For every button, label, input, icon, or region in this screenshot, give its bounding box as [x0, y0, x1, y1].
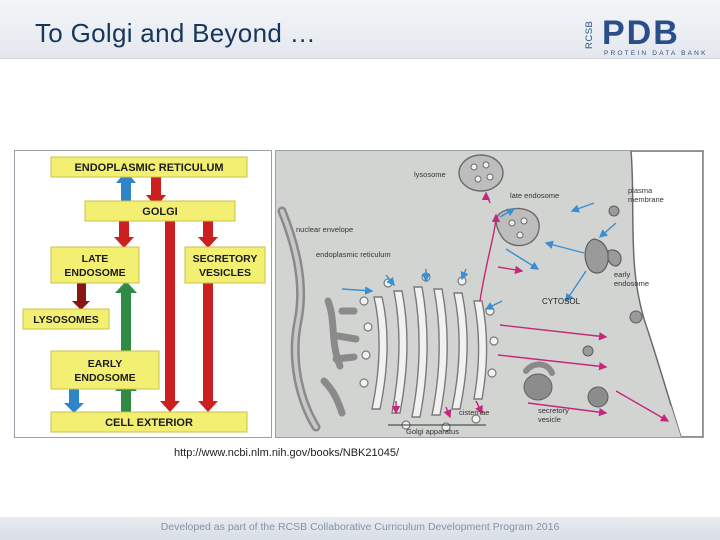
- arrow-golgi-to-late-endosome: [119, 219, 129, 239]
- label-nuclear-envelope: nuclear envelope: [296, 225, 353, 234]
- logo-subtitle: PROTEIN DATA BANK: [604, 50, 708, 57]
- arrow-early-endosome-to-cell-exterior: [69, 389, 79, 407]
- box-lysosomes: LYSOSOMES: [22, 308, 110, 330]
- box-secretory-label-1: SECRETORY: [193, 253, 258, 265]
- golgi-stack: [371, 286, 488, 418]
- arrow-head: [198, 401, 218, 412]
- box-early-endosome-label-2: ENDOSOME: [74, 372, 135, 384]
- logo-rcsb-text: RCSB: [584, 20, 595, 50]
- logo-pdb-text: PDB: [602, 14, 680, 52]
- footer-text: Developed as part of the RCSB Collaborat…: [160, 521, 560, 533]
- label-secretory-vesicle-2: vesicle: [538, 415, 561, 424]
- label-early-endosome-2: endosome: [614, 279, 649, 288]
- arrow-cell-exterior-to-early-endosome: [121, 389, 131, 413]
- box-late-endosome: LATE ENDOSOME: [50, 246, 140, 284]
- box-late-endosome-label-1: LATE: [82, 253, 109, 265]
- slide-footer: Developed as part of the RCSB Collaborat…: [0, 517, 720, 540]
- cell-exterior-region: [630, 150, 704, 438]
- label-cisternae: cisternae: [459, 408, 489, 417]
- arrow-golgi-to-er: [121, 181, 131, 203]
- arrow-secretory-to-cell-exterior: [203, 281, 213, 405]
- label-late-endosome: late endosome: [510, 191, 559, 200]
- vesicle-budding-shape: [523, 361, 555, 376]
- cell-diagram: lysosome late endosome plasma membrane n…: [276, 150, 704, 438]
- secretory-vesicle-shapes: [523, 373, 609, 408]
- arrow-late-endosome-to-lysosomes: [77, 281, 86, 303]
- cell-diagram-panel: lysosome late endosome plasma membrane n…: [275, 150, 704, 438]
- box-early-endosome: EARLY ENDOSOME: [50, 350, 160, 390]
- label-plasma-membrane-1: plasma: [628, 186, 653, 195]
- label-cytosol: CYTOSOL: [542, 297, 581, 306]
- box-golgi: GOLGI: [84, 200, 236, 222]
- flow-diagram-panel: ENDOPLASMIC RETICULUM GOLGI LATE ENDOSOM…: [14, 150, 272, 438]
- arrow-er-to-golgi: [151, 175, 161, 197]
- blue-arrows: [341, 202, 617, 310]
- arrow-head: [64, 403, 84, 413]
- label-golgi-apparatus: Golgi apparatus: [406, 427, 459, 436]
- nuclear-envelope-inner: [280, 209, 318, 429]
- arrow-head: [198, 237, 218, 248]
- box-er-label: ENDOPLASMIC RETICULUM: [74, 162, 223, 174]
- flow-diagram: ENDOPLASMIC RETICULUM GOLGI LATE ENDOSOM…: [22, 156, 266, 433]
- arrow-golgi-to-secretory: [203, 219, 213, 239]
- arrow-head: [160, 401, 180, 412]
- pm-vesicles: [582, 205, 643, 357]
- er-shapes: [320, 297, 360, 417]
- arrow-early-to-late-endosome: [121, 291, 131, 353]
- label-plasma-membrane-2: membrane: [628, 195, 664, 204]
- label-er: endoplasmic reticulum: [316, 250, 391, 259]
- box-cell-exterior: CELL EXTERIOR: [50, 411, 248, 433]
- box-late-endosome-label-2: ENDOSOME: [64, 267, 125, 279]
- arrow-head: [114, 237, 134, 248]
- box-lysosomes-label: LYSOSOMES: [33, 314, 99, 326]
- late-endosome-shape: [495, 207, 540, 247]
- slide-title: To Golgi and Beyond …: [35, 18, 316, 48]
- box-golgi-label: GOLGI: [142, 206, 177, 218]
- box-secretory-vesicles: SECRETORY VESICLES: [184, 246, 266, 284]
- box-early-endosome-label-1: EARLY: [88, 358, 123, 370]
- label-lysosome: lysosome: [414, 170, 446, 179]
- source-url: http://www.ncbi.nlm.nih.gov/books/NBK210…: [174, 447, 400, 459]
- box-secretory-label-2: VESICLES: [199, 267, 251, 279]
- arrow-head: [72, 301, 90, 310]
- lysosome-shape: [458, 154, 504, 192]
- label-early-endosome-1: early: [614, 270, 631, 279]
- arrow-head: [115, 281, 137, 293]
- arrow-golgi-to-cell-exterior: [165, 219, 175, 405]
- box-cell-exterior-label: CELL EXTERIOR: [105, 417, 193, 429]
- early-endosome-shape: [584, 238, 622, 274]
- rcsb-pdb-logo: RCSB PDB PROTEIN DATA BANK: [584, 14, 708, 60]
- slide-header: To Golgi and Beyond … RCSB PDB PROTEIN D…: [0, 0, 720, 59]
- box-er: ENDOPLASMIC RETICULUM: [50, 156, 248, 178]
- label-secretory-vesicle-1: secretory: [538, 406, 569, 415]
- pink-arrows: [391, 191, 670, 422]
